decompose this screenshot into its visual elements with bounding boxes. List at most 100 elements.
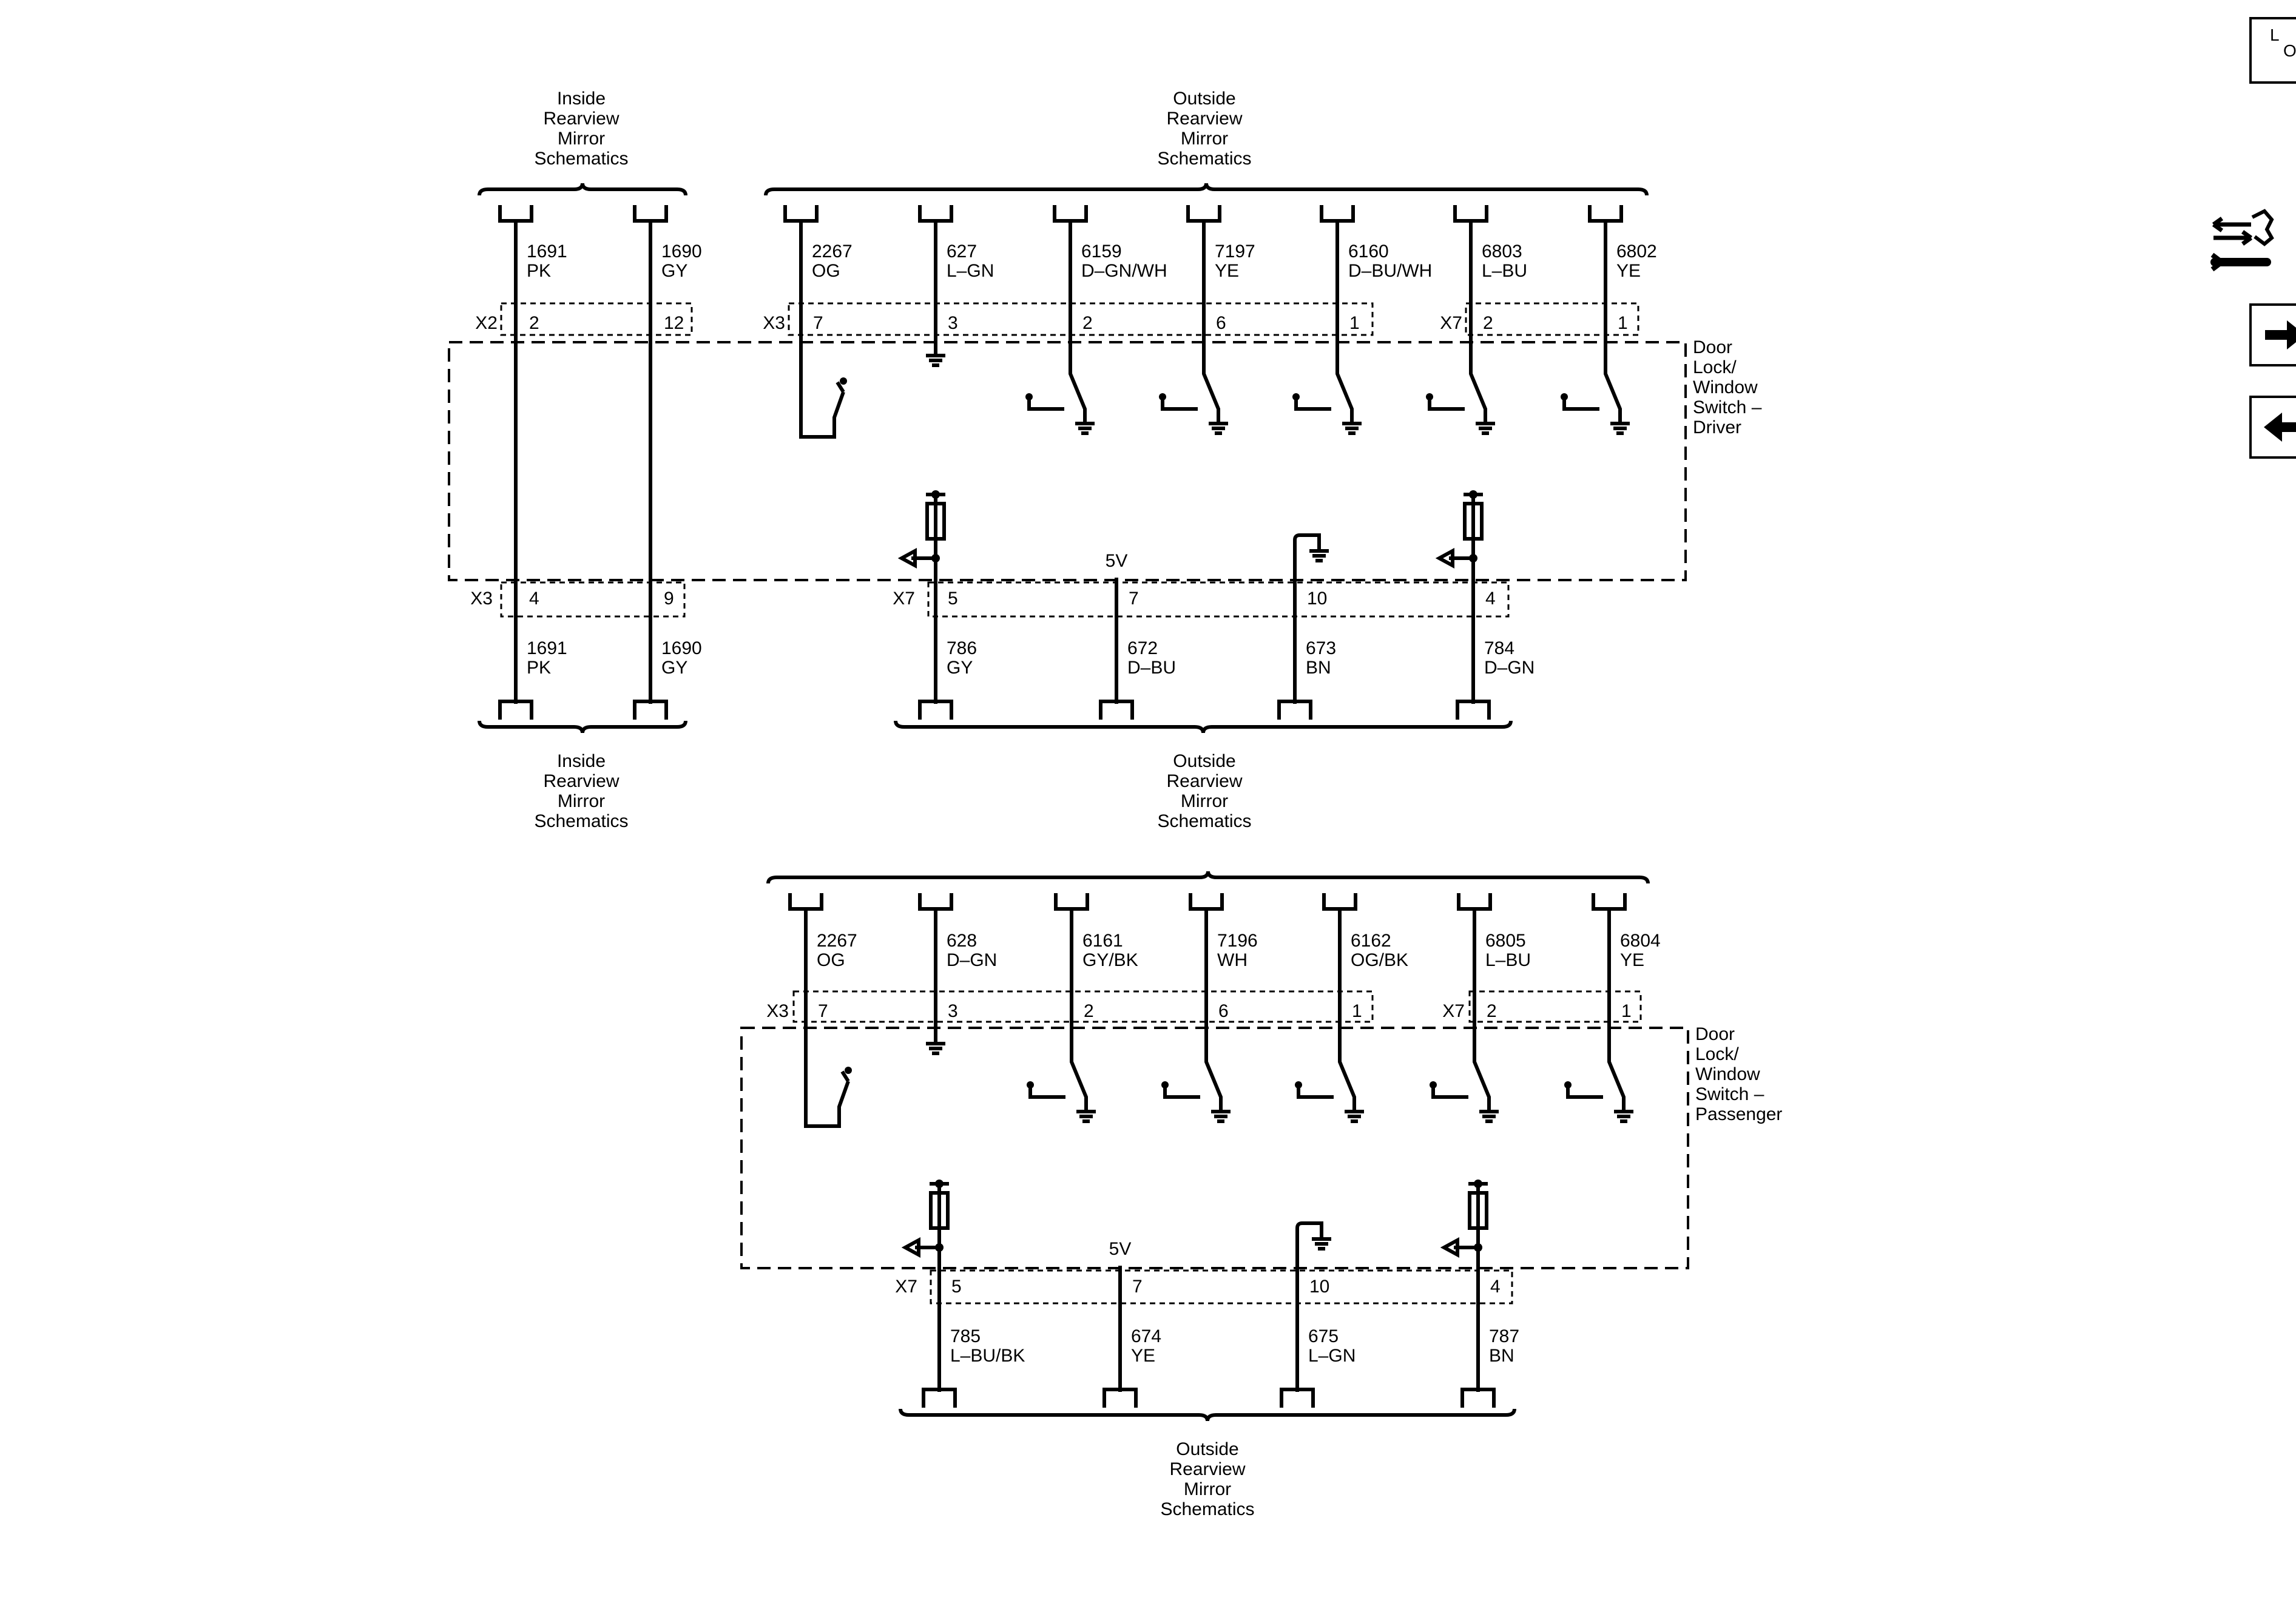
circuit-number: 1690: [661, 638, 702, 658]
resistor: [929, 1191, 950, 1230]
terminal-bottom: [1460, 1388, 1496, 1408]
loc-button[interactable]: L O C: [2249, 17, 2296, 84]
tools-button[interactable]: [2209, 206, 2275, 279]
terminal-top: [918, 205, 953, 223]
terminal-top: [633, 205, 668, 223]
switch-actuator: [1294, 397, 1331, 411]
arrow-icon: [1440, 1237, 1459, 1258]
switch-pivot: [1295, 1081, 1302, 1089]
wire-color: YE: [1215, 261, 1239, 281]
connector-outline: [930, 1269, 1513, 1305]
previous-button[interactable]: [2249, 396, 2296, 459]
pin-number: 7: [1129, 589, 1139, 609]
circuit-number: 784: [1484, 638, 1514, 658]
terminal-bottom: [1099, 700, 1134, 720]
connector-outline: [788, 302, 1374, 336]
wire-color: BN: [1489, 1346, 1514, 1366]
switch-actuator: [1428, 397, 1465, 411]
pin-number: 12: [664, 313, 684, 333]
pin-number: 1: [1349, 313, 1360, 333]
switch-actuator: [1028, 1085, 1065, 1099]
pin-number: 6: [1218, 1001, 1229, 1021]
terminal-top: [1186, 205, 1221, 223]
pin-number: 2: [529, 313, 539, 333]
circuit-number: 1691: [527, 638, 567, 658]
mirror-switch: [840, 1070, 850, 1082]
circuit-number: 2267: [812, 241, 853, 262]
wire-color: GY: [661, 658, 687, 678]
wire-color: OG: [812, 261, 840, 281]
pin-number: 2: [1487, 1001, 1497, 1021]
switch-pivot: [845, 1067, 852, 1074]
component-box: [448, 341, 1687, 581]
circuit-number: 673: [1306, 638, 1336, 658]
case-ground: [1295, 1221, 1323, 1246]
switch-actuator: [1027, 397, 1064, 411]
circuit-number: 6802: [1616, 241, 1657, 262]
pin-number: 4: [1485, 589, 1496, 609]
pin-number: 2: [1082, 313, 1093, 333]
pin-number: 6: [1216, 313, 1226, 333]
terminal-top: [1054, 893, 1089, 911]
switch-contact: [1338, 1031, 1356, 1112]
switch-pivot: [1430, 1081, 1437, 1089]
switch-pivot: [840, 377, 847, 385]
terminal-bottom: [1456, 700, 1491, 720]
circuit-number: 6803: [1482, 241, 1522, 262]
pin-number: 10: [1309, 1277, 1329, 1297]
terminal-top: [1189, 893, 1224, 911]
circuit-number: 2267: [817, 931, 857, 951]
pin-number: 5: [951, 1277, 962, 1297]
switch-contact: [1069, 343, 1087, 424]
resistor: [925, 502, 946, 541]
connector-outline: [500, 581, 686, 618]
pin-number: 3: [948, 1001, 958, 1021]
switch-contact: [1469, 343, 1487, 424]
arrow-icon: [897, 547, 917, 569]
next-button[interactable]: [2249, 303, 2296, 366]
switch-pivot: [1564, 1081, 1572, 1089]
switch-pivot: [1027, 1081, 1034, 1089]
circuit-number: 787: [1489, 1326, 1519, 1346]
pin-number: 5: [948, 589, 958, 609]
switch-contact: [1335, 343, 1354, 424]
pin-number: 2: [1084, 1001, 1094, 1021]
switch-contact: [1070, 1031, 1088, 1112]
switch-actuator: [1297, 1085, 1334, 1099]
circuit-number: 672: [1127, 638, 1158, 658]
harness-brace: [766, 871, 1650, 884]
connector-outline: [927, 581, 1510, 618]
pin-number: 7: [813, 313, 823, 333]
terminal-bottom: [922, 1388, 957, 1408]
right-arrow-icon: [2265, 320, 2296, 349]
pin-number: 4: [529, 589, 539, 609]
connector-outline: [1465, 302, 1639, 336]
mirror-switch: [804, 1035, 850, 1128]
wire-color: PK: [527, 261, 551, 281]
terminal-bottom: [918, 700, 953, 720]
harness-brace: [894, 720, 1513, 734]
loc-letter-l: L: [2270, 25, 2280, 44]
wire-color: YE: [1616, 261, 1641, 281]
wire-color: GY: [661, 261, 687, 281]
pin-number: 3: [948, 313, 958, 333]
loc-letter-o: O: [2283, 41, 2296, 60]
connector-label: X7: [1440, 313, 1462, 333]
arrow-icon: [901, 1237, 920, 1258]
terminal-top: [1453, 205, 1488, 223]
switch-contact: [1607, 1031, 1626, 1112]
terminal-bottom: [1280, 1388, 1315, 1408]
circuit-number: 6805: [1485, 931, 1526, 951]
component-box: [740, 1027, 1689, 1269]
terminal-bottom: [633, 700, 668, 720]
circuit-number: 785: [950, 1326, 981, 1346]
wire-color: D–BU/WH: [1348, 261, 1432, 281]
switch-pivot: [1561, 393, 1568, 400]
wire-color: L–BU: [1482, 261, 1527, 281]
